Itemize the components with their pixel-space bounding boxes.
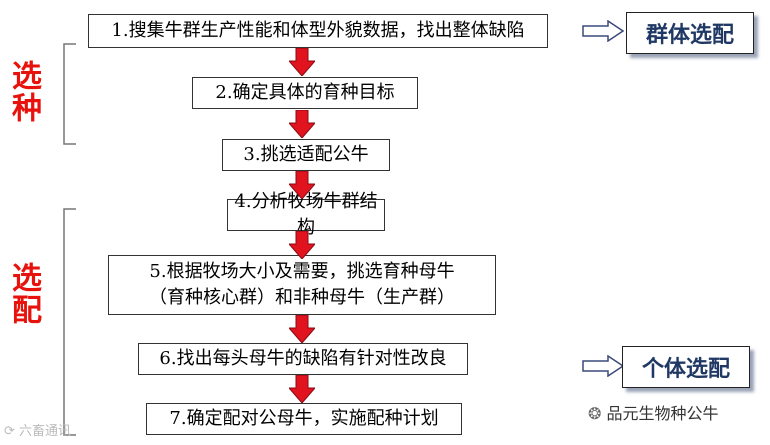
watermark-left: ⟳ 六畜通讯 [4, 420, 71, 439]
step-2-box: 2.确定具体的育种目标 [192, 77, 418, 109]
group-mating-box: 群体选配 [626, 12, 754, 54]
down-arrow-5 [289, 315, 315, 343]
watermark-left-icon: ⟳ [4, 424, 15, 439]
step-6-box: 6.找出每头母牛的缺陷有针对性改良 [138, 343, 468, 375]
step-7-box: 7.确定配对公母牛，实施配种计划 [146, 403, 462, 435]
watermark-left-text: 六畜通讯 [19, 424, 72, 439]
individual-mating-box: 个体选配 [622, 346, 750, 388]
down-arrow-2 [289, 110, 315, 138]
selection-bracket [63, 43, 76, 145]
watermark-right-text: 品元生物种公牛 [606, 404, 719, 423]
step-1-box: 1.搜集牛群生产性能和体型外貌数据，找出整体缺陷 [88, 14, 548, 48]
right-arrow-group [582, 20, 624, 42]
down-arrow-3 [289, 171, 315, 199]
step-5-box: 5.根据牧场大小及需要，挑选育种母牛（育种核心群）和非种母牛（生产群） [108, 255, 496, 315]
group-label-mating: 选配 [6, 262, 41, 326]
step-4-box: 4.分析牧场牛群结构 [227, 191, 385, 238]
watermark-right: ❂ 品元生物种公牛 [588, 400, 719, 424]
group-label-selection: 选种 [6, 60, 41, 124]
step-3-box: 3.挑选适配公牛 [222, 139, 390, 171]
down-arrow-4 [289, 231, 315, 259]
right-arrow-individual [582, 355, 624, 377]
wechat-icon: ❂ [588, 404, 602, 423]
down-arrow-1 [289, 48, 315, 76]
mating-bracket [63, 208, 76, 436]
down-arrow-6 [289, 375, 315, 403]
